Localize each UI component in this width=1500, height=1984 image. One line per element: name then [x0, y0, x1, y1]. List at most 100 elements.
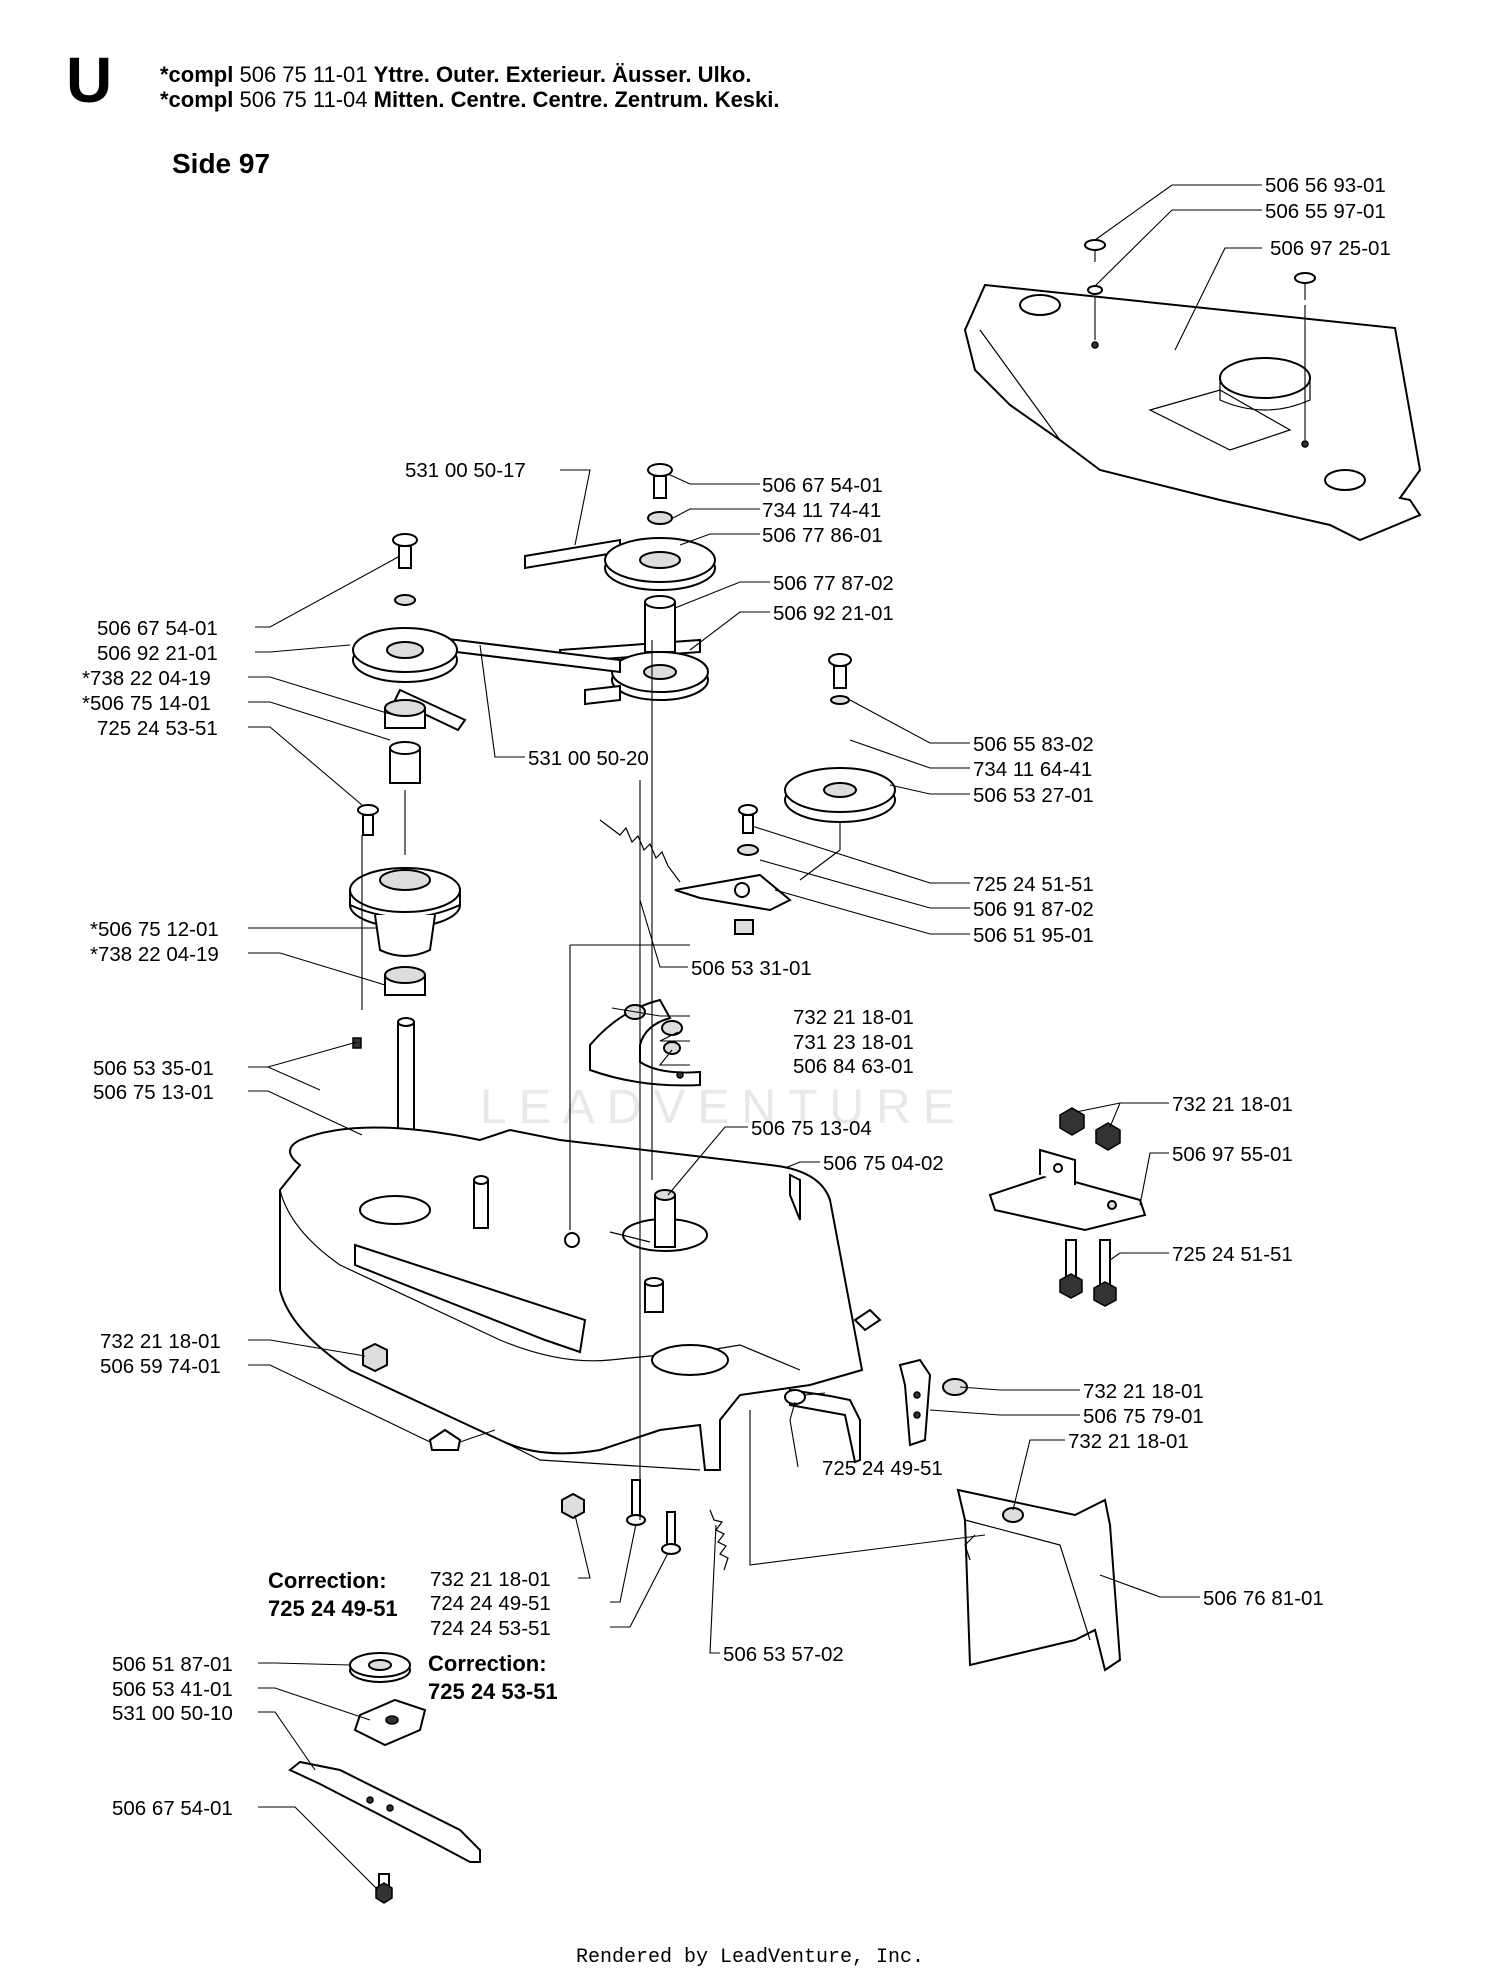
pulley-mid-right	[584, 651, 709, 706]
tension-spring	[599, 819, 681, 883]
bearing-upper-left	[384, 699, 426, 729]
callout-label: 506 75 04-02	[823, 1152, 944, 1175]
callout-label: 734 11 64-41	[973, 758, 1092, 781]
callout-label: 506 51 95-01	[973, 924, 1094, 947]
header-description: Yttre. Outer. Exterieur. Äusser. Ulko.	[373, 62, 752, 87]
callout-label: 506 92 21-01	[773, 602, 894, 625]
pulley-upper-right	[604, 537, 716, 591]
callout-label: 506 67 54-01	[762, 474, 883, 497]
callout-label: 725 24 51-51	[973, 873, 1094, 896]
header-description: Mitten. Centre. Centre. Zentrum. Keski.	[373, 87, 780, 112]
deck-bolt-front	[428, 1428, 496, 1451]
bolt-housing	[357, 804, 379, 836]
callout-label: 734 11 74-41	[762, 499, 881, 522]
callout-label: 506 67 54-01	[112, 1797, 233, 1820]
discharge-chute	[956, 1488, 1122, 1672]
header-line-centre: *compl 506 75 11-04 Mitten. Centre. Cent…	[160, 87, 780, 113]
correction-part-number: 725 24 53-51	[428, 1679, 558, 1704]
bushing-left	[389, 741, 421, 784]
spindle-shaft	[397, 1017, 415, 1138]
callout-label: 732 21 18-01	[430, 1568, 551, 1591]
mower-deck	[279, 1126, 864, 1471]
bolt-bracket-1	[1059, 1239, 1083, 1299]
callout-label: 506 75 79-01	[1083, 1405, 1204, 1428]
callout-label: 506 97 25-01	[1270, 237, 1391, 260]
callout-label: 506 76 81-01	[1203, 1587, 1324, 1610]
bolt-bracket-2	[1093, 1239, 1117, 1307]
callout-label: 725 24 53-51	[97, 717, 218, 740]
callout-label: 506 56 93-01	[1265, 174, 1386, 197]
correction-note-1: Correction: 725 24 49-51	[268, 1567, 398, 1623]
bolt-bottom-1	[626, 1479, 646, 1526]
callout-label: 724 24 53-51	[430, 1617, 551, 1640]
callout-label: 506 84 63-01	[793, 1055, 914, 1078]
callout-label: 506 75 13-04	[751, 1117, 872, 1140]
deck-nut-front	[362, 1342, 388, 1373]
callout-label: 506 51 87-01	[112, 1653, 233, 1676]
callout-label: 724 24 49-51	[430, 1592, 551, 1615]
blade-washer-top	[349, 1652, 411, 1683]
callout-label: 531 00 50-17	[405, 459, 526, 482]
header-part-number: 506 75 11-01	[239, 62, 368, 87]
blade-hub	[353, 1698, 427, 1747]
section-letter: U	[66, 44, 113, 116]
callout-label: 506 77 86-01	[762, 524, 883, 547]
callout-label: 506 92 21-01	[97, 642, 218, 665]
correction-part-number: 725 24 49-51	[268, 1596, 398, 1621]
mower-blade	[288, 1760, 481, 1863]
footer-credit: Rendered by LeadVenture, Inc.	[575, 1946, 925, 1969]
correction-title: Correction:	[268, 1568, 387, 1593]
callout-label: *738 22 04-19	[90, 943, 219, 966]
callout-label: *738 22 04-19	[82, 667, 211, 690]
watermark-text: LEADVENTURE	[480, 1081, 967, 1134]
callout-label: 725 24 49-51	[822, 1457, 943, 1480]
callout-label: 506 53 27-01	[973, 784, 1094, 807]
bolt-bottom-2	[661, 1511, 681, 1555]
correction-note-2: Correction: 725 24 53-51	[428, 1650, 558, 1706]
callout-labels: 506 56 93-01 506 55 97-01 506 97 25-01 5…	[82, 174, 1391, 1820]
callout-label: 732 21 18-01	[1068, 1430, 1189, 1453]
belt-cover-plate	[963, 283, 1422, 542]
bolt-upper-right	[647, 463, 673, 525]
leader-lines	[248, 184, 1262, 1891]
callout-label: 506 67 54-01	[97, 617, 218, 640]
nut-bracket-2	[1095, 1122, 1121, 1151]
spring-bottom	[709, 1509, 729, 1571]
bolt-idler	[828, 653, 852, 705]
header-prefix: *compl	[160, 87, 234, 112]
blade-bolt	[375, 1873, 393, 1904]
callout-label: 732 21 18-01	[1083, 1380, 1204, 1403]
header-part-number: 506 75 11-04	[239, 87, 368, 112]
callout-label: 506 53 35-01	[93, 1057, 214, 1080]
callout-label: 732 21 18-01	[1172, 1093, 1293, 1116]
deck-bracket-right	[789, 1308, 882, 1464]
callout-label: 506 53 41-01	[112, 1678, 233, 1701]
callout-label: 506 55 83-02	[973, 733, 1094, 756]
bearing-lower-left	[384, 966, 426, 996]
callout-label: 506 97 55-01	[1172, 1143, 1293, 1166]
mount-bracket	[988, 1148, 1147, 1232]
header-prefix: *compl	[160, 62, 234, 87]
callout-label: *506 75 14-01	[82, 692, 211, 715]
spacer-upper-right	[644, 595, 676, 653]
callout-label: 506 53 57-02	[723, 1643, 844, 1666]
belt-guard-plate	[589, 998, 701, 1087]
callout-label: 506 55 97-01	[1265, 200, 1386, 223]
callout-label: 506 53 31-01	[691, 957, 812, 980]
callout-label: 506 59 74-01	[100, 1355, 221, 1378]
callout-label: 506 77 87-02	[773, 572, 894, 595]
correction-title: Correction:	[428, 1651, 547, 1676]
callout-label: 725 24 51-51	[1172, 1243, 1293, 1266]
nut-bracket-1	[1059, 1107, 1085, 1136]
callout-label: 731 23 18-01	[793, 1031, 914, 1054]
idler-pulley	[784, 767, 896, 823]
nut-bottom	[561, 1492, 585, 1520]
tension-arm	[674, 804, 792, 935]
callout-label: 732 21 18-01	[793, 1006, 914, 1029]
header-line-outer: *compl 506 75 11-01 Yttre. Outer. Exteri…	[160, 62, 751, 88]
callout-label: 732 21 18-01	[100, 1330, 221, 1353]
callout-label: 531 00 50-20	[528, 747, 649, 770]
callout-label: 531 00 50-10	[112, 1702, 233, 1725]
